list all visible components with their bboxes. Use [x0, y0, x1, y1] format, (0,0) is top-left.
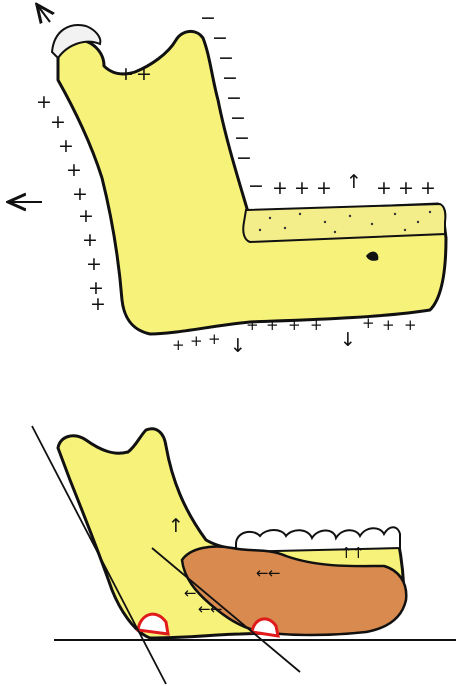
upper-border-sign: +: [398, 177, 414, 199]
notch-sign: +: [136, 63, 152, 85]
lower-border-sign: +: [362, 314, 375, 332]
growth-arrow-up: ↑: [340, 544, 353, 562]
lower-border-sign: +: [288, 316, 301, 334]
posterior-sign: +: [58, 135, 74, 157]
gonial-angle-mark: [138, 614, 168, 634]
lower-border-sign: +: [382, 316, 395, 334]
resorption-sign: −: [218, 47, 234, 69]
upper-border-sign: +: [272, 177, 288, 199]
growth-arrow-left: ←: [256, 564, 269, 582]
lower-border-sign: +: [172, 336, 185, 354]
growth-arrow-left: ←: [268, 564, 281, 582]
posterior-sign: +: [86, 253, 102, 275]
posterior-sign: +: [72, 183, 88, 205]
lower-mandible-figure: ↑ ↑ ↑ ← ← ← ← ←: [32, 426, 456, 684]
lower-border-sign: +: [310, 316, 323, 334]
lower-border-sign: +: [208, 330, 221, 348]
resorption-sign: −: [200, 7, 216, 29]
lower-border-sign: +: [190, 332, 203, 350]
upper-border-sign: +: [376, 177, 392, 199]
posterior-sign: +: [66, 159, 82, 181]
upper-mandible-figure: + + − − − − − − − − − + + + ↑ + + + + + …: [10, 6, 446, 357]
teeth-row: [236, 527, 400, 552]
growth-arrow-up: ↑: [168, 515, 184, 537]
upper-border-arrow: ↑: [346, 171, 362, 193]
posterior-sign: +: [50, 111, 66, 133]
lower-border-arrow: ↓: [340, 329, 356, 351]
growth-arrow-left: ←: [198, 600, 211, 618]
resorption-sign: −: [222, 67, 238, 89]
condyle-growth-arrow: [38, 6, 50, 22]
resorption-sign: −: [212, 27, 228, 49]
growth-arrow-left: ←: [184, 584, 197, 602]
posterior-sign: +: [90, 293, 106, 315]
antegonial-mark: [252, 619, 278, 636]
posterior-sign: +: [36, 91, 52, 113]
resorption-sign: −: [230, 107, 246, 129]
posterior-sign: +: [78, 205, 94, 227]
upper-border-sign: +: [420, 177, 436, 199]
resorption-sign: −: [248, 175, 264, 197]
growth-arrow-left: ←: [210, 600, 223, 618]
upper-border-sign: +: [316, 177, 332, 199]
lower-border-sign: +: [404, 316, 417, 334]
resorption-sign: −: [226, 87, 242, 109]
lower-border-arrow: ↓: [230, 335, 246, 357]
lower-border-sign: +: [246, 316, 259, 334]
growth-arrow-up: ↑: [352, 544, 365, 562]
upper-border-sign: +: [294, 177, 310, 199]
resorption-sign: −: [236, 147, 252, 169]
resorption-sign: −: [234, 127, 250, 149]
lower-border-sign: +: [266, 316, 279, 334]
posterior-sign: +: [82, 229, 98, 251]
notch-sign: +: [118, 63, 134, 85]
